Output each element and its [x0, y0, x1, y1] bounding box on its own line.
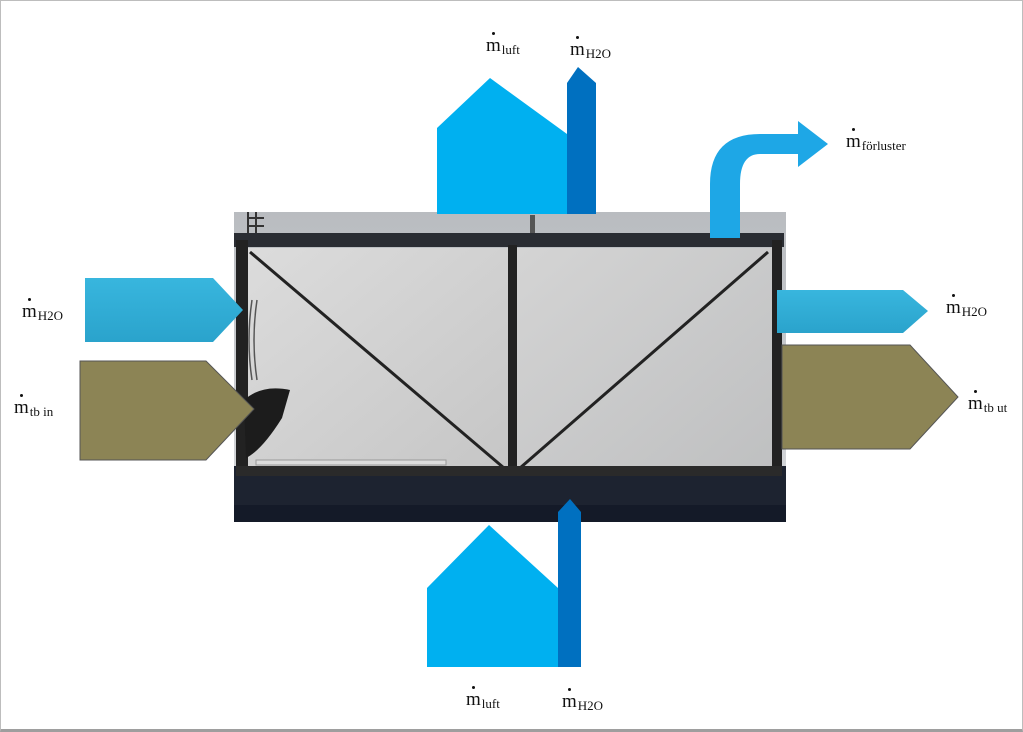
right-tb-arrow [781, 344, 959, 450]
label-right-water: mH2O [946, 294, 988, 319]
losses-arrow [710, 121, 828, 238]
left-tb-arrow [79, 360, 255, 461]
right-water-arrow [777, 290, 928, 333]
bottom-air-arrow [427, 525, 558, 667]
label-left-tb: mtb in [14, 394, 54, 419]
label-right-tb: mtb ut [968, 390, 1008, 415]
label-top-air: mluft [486, 32, 520, 57]
label-bottom-air: mluft [466, 686, 500, 711]
top-water-arrow [567, 67, 596, 214]
bottom-water-arrow [558, 499, 581, 667]
left-water-arrow [85, 278, 243, 342]
label-left-water: mH2O [22, 298, 64, 323]
unit-photo [234, 212, 786, 522]
top-air-arrow [437, 78, 567, 214]
label-top-water: mH2O [570, 36, 612, 61]
label-losses: mförluster [846, 128, 906, 153]
label-bottom-water: mH2O [562, 688, 604, 713]
